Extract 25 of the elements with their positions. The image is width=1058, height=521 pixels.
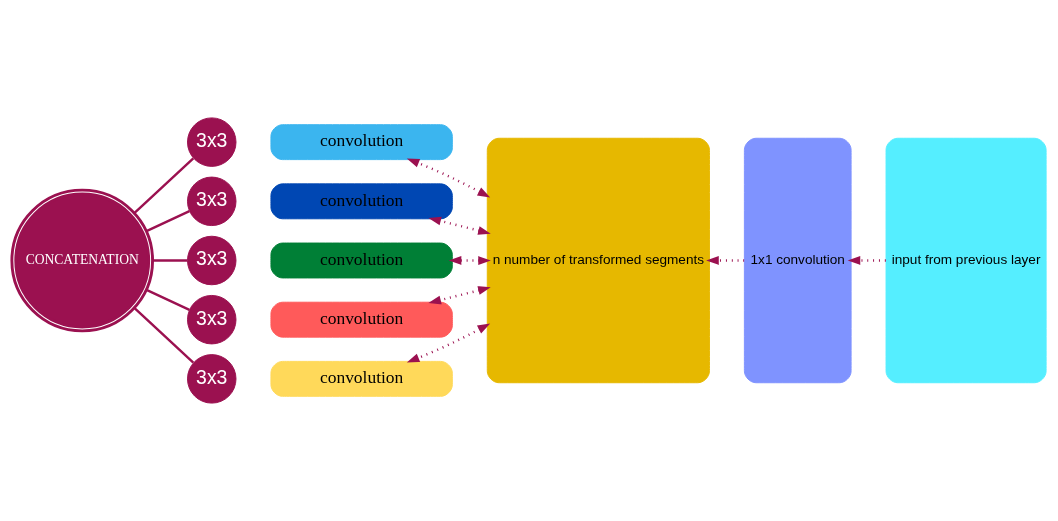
arrow [448,256,491,265]
node-circle: 3x3 [187,235,237,286]
arrow [706,256,745,265]
node-circle: 3x3 [187,117,237,167]
node-box: 1x1 convolution [743,137,852,384]
node-circle: 3x3 [187,176,237,227]
node-box: input from previous layer [885,137,1047,384]
arrow [406,158,491,198]
node-box: convolution [270,360,453,397]
connector [133,307,195,364]
connector [152,259,188,262]
node-box: convolution [270,124,453,161]
node-box: convolution [270,183,453,220]
arrow [847,256,886,265]
arrow [428,216,491,235]
node-box: convolution [270,242,453,279]
arrow [406,323,491,363]
node-box: convolution [270,301,453,338]
node-box: n number of transformed segments [486,137,710,384]
node-circle: 3x3 [187,354,237,404]
arrow [428,286,491,305]
connector [145,210,190,233]
connector [133,157,195,214]
connector [145,288,190,311]
node-circle: 3x3 [187,294,237,345]
